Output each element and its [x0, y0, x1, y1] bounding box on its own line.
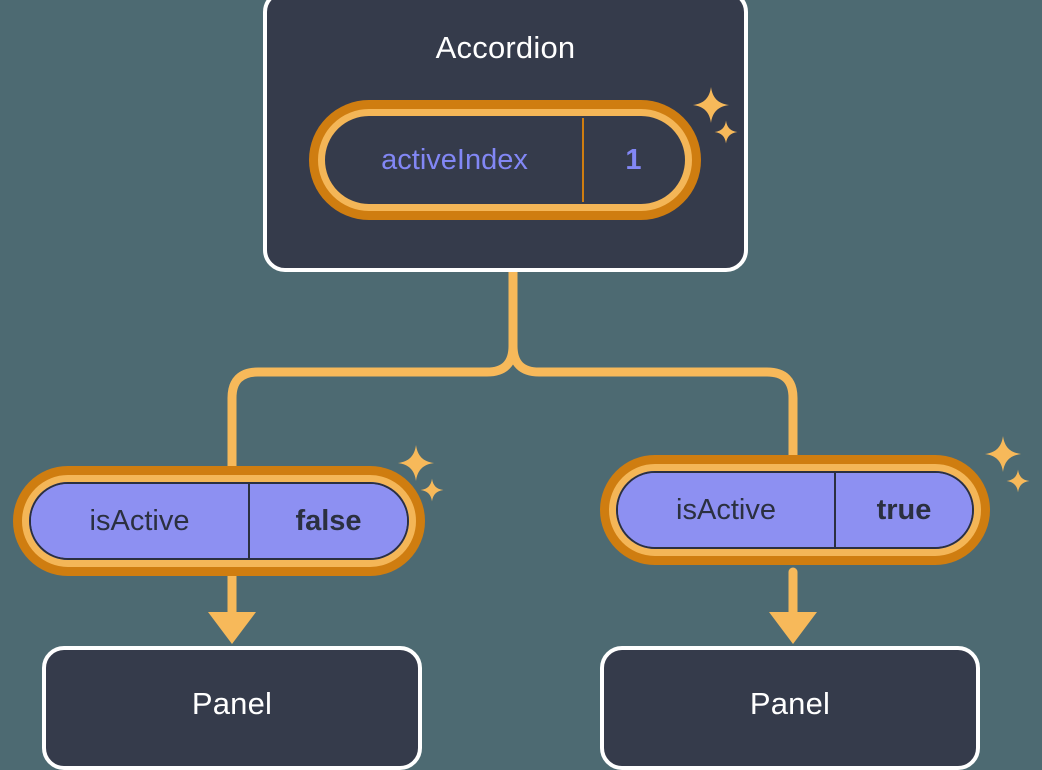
- page-title: Accordion: [435, 30, 576, 65]
- state-pill-activeindex[interactable]: activeIndex 1: [318, 109, 692, 211]
- arrow-right-pill-to-panel: [769, 567, 817, 644]
- state-value-isactive: true: [834, 473, 972, 547]
- sparkle-four-point-large: [397, 444, 435, 482]
- state-key-isactive: isActive: [31, 484, 248, 558]
- sparkle-four-point-small: [420, 478, 444, 502]
- sparkle-four-point-small: [1006, 469, 1030, 493]
- state-value-activeindex: 1: [582, 118, 683, 202]
- state-pill-inner: isActive false: [29, 482, 409, 560]
- state-pill-inner: activeIndex 1: [325, 116, 685, 204]
- wire-trunk-to-right: [508, 267, 798, 475]
- state-pill-isactive-false[interactable]: isActive false: [22, 475, 416, 567]
- component-box-panel-left[interactable]: Panel: [42, 646, 422, 770]
- state-pill-inner: isActive true: [616, 471, 974, 549]
- component-box-panel-right[interactable]: Panel: [600, 646, 980, 770]
- state-key-activeindex: activeIndex: [381, 143, 528, 176]
- state-pill-isactive-true[interactable]: isActive true: [609, 464, 981, 556]
- component-title-panel-right: Panel: [749, 686, 831, 721]
- state-value-isactive: false: [248, 484, 407, 558]
- state-key-isactive: isActive: [618, 473, 834, 547]
- arrow-left-pill-to-panel: [208, 570, 256, 644]
- component-title-panel-left: Panel: [191, 686, 273, 721]
- wire-trunk-to-left: [227, 267, 518, 475]
- sparkle-four-point-large: [984, 435, 1022, 473]
